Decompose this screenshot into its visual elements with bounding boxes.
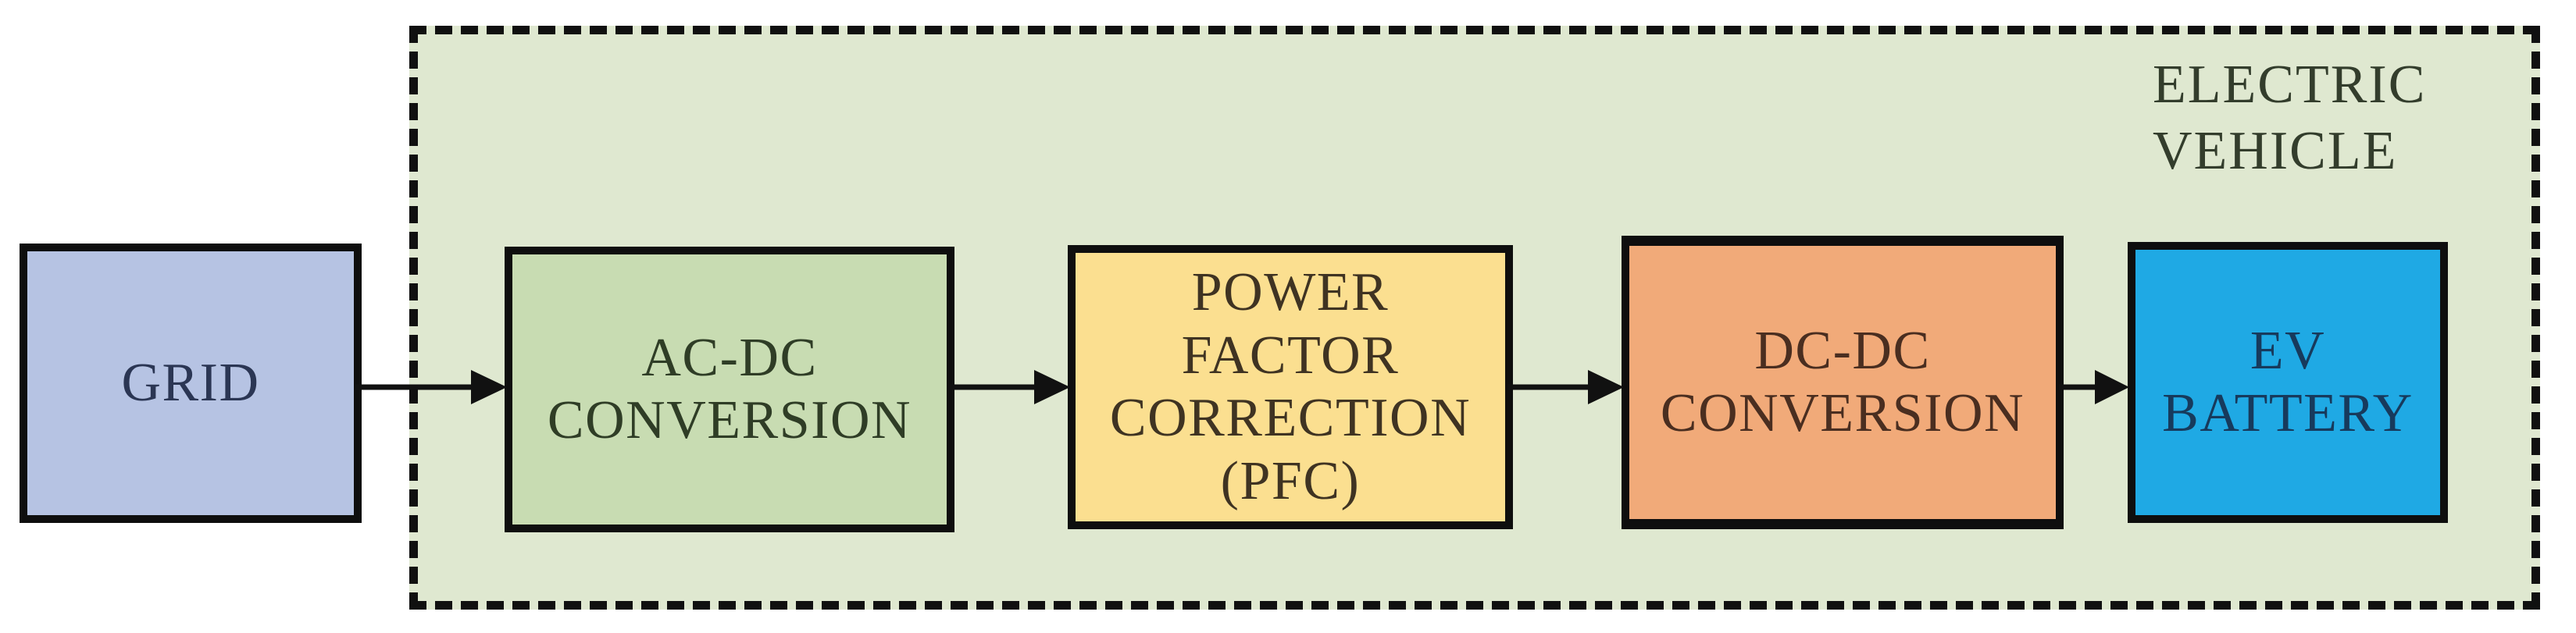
arrow-head [1034, 370, 1070, 404]
dc-dc-conversion-label: DC-DC CONVERSION [1660, 320, 2025, 444]
power-factor-correction-label: POWER FACTOR CORRECTION (PFC) [1109, 262, 1472, 511]
arrow-pfc-to-dc-dc [1508, 370, 1624, 404]
ev-battery-label: EV BATTERY [2162, 320, 2414, 444]
block-power-factor-correction: POWER FACTOR CORRECTION (PFC) [1068, 245, 1513, 529]
arrow-ac-dc-to-pfc [950, 370, 1070, 404]
block-ev-battery: EV BATTERY [2128, 242, 2448, 523]
arrow-head [2095, 370, 2129, 404]
block-ac-dc-conversion: AC-DC CONVERSION [505, 247, 954, 532]
arrow-head [471, 370, 507, 404]
arrow-grid-to-ac-dc [355, 370, 507, 404]
arrow-dc-dc-to-ev-battery [2059, 370, 2129, 404]
block-grid: GRID [20, 244, 362, 523]
electric-vehicle-label: ELECTRIC VEHICLE [2153, 55, 2427, 182]
grid-label: GRID [121, 352, 260, 413]
ac-dc-conversion-label: AC-DC CONVERSION [547, 327, 912, 451]
arrow-head [1588, 370, 1624, 404]
block-dc-dc-conversion: DC-DC CONVERSION [1622, 236, 2064, 529]
